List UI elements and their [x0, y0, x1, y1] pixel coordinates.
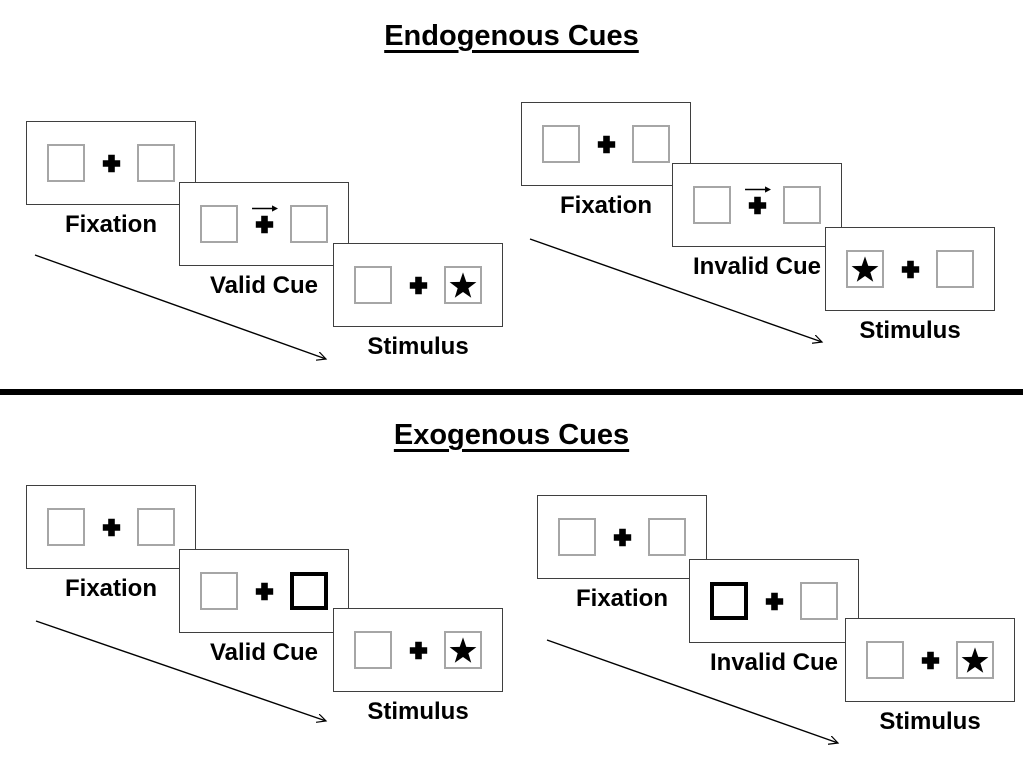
- panel-exogenous-valid-fixation: [26, 485, 196, 569]
- panel-endogenous-invalid-cue: [672, 163, 842, 247]
- fixation-cross-icon: [406, 274, 430, 296]
- panel-endogenous-valid-fixation: [26, 121, 196, 205]
- star-icon: [851, 256, 879, 282]
- cue-arrow-icon: [745, 186, 772, 193]
- left-box: [354, 631, 392, 669]
- left-box: [200, 205, 238, 243]
- left-box: [866, 641, 904, 679]
- panel-exogenous-valid-stimulus: [333, 608, 503, 692]
- panel-label: Stimulus: [859, 317, 961, 344]
- left-box: [47, 508, 85, 546]
- panel-endogenous-valid-stimulus: [333, 243, 503, 327]
- timeline-arrow-exogenous-valid: [35, 620, 326, 721]
- right-box: [137, 144, 175, 182]
- fixation-cross-icon: [762, 590, 786, 612]
- section-title-exogenous: Exogenous Cues: [393, 419, 630, 451]
- panel-label: Fixation: [64, 211, 157, 238]
- panel-label: Fixation: [575, 585, 668, 612]
- panel-label: Invalid Cue: [692, 253, 822, 280]
- fixation-cross-icon: [898, 258, 922, 280]
- fixation-cross-icon: [745, 186, 772, 216]
- right-box: [936, 250, 974, 288]
- panel-exogenous-invalid-stimulus: [845, 618, 1015, 702]
- right-box-highlighted-cue: [290, 572, 328, 610]
- panel-label: Invalid Cue: [709, 649, 839, 676]
- right-box: [648, 518, 686, 556]
- panel-label: Valid Cue: [209, 639, 319, 666]
- right-box: [783, 186, 821, 224]
- right-box: [137, 508, 175, 546]
- star-icon: [961, 647, 989, 673]
- fixation-cross-icon: [99, 152, 123, 174]
- fixation-cross-icon: [406, 639, 430, 661]
- left-box: [200, 572, 238, 610]
- fixation-cross-icon: [99, 516, 123, 538]
- left-box: [693, 186, 731, 224]
- right-box: [632, 125, 670, 163]
- right-box-with-target: [444, 266, 482, 304]
- panel-exogenous-valid-cue: [179, 549, 349, 633]
- panel-label: Stimulus: [367, 333, 469, 360]
- panel-label: Stimulus: [367, 698, 469, 725]
- fixation-cross-icon: [252, 205, 279, 235]
- right-box-with-target: [444, 631, 482, 669]
- timeline-arrow-endogenous-valid: [34, 254, 326, 359]
- left-box: [542, 125, 580, 163]
- cue-arrow-icon: [252, 205, 279, 212]
- left-box-with-target: [846, 250, 884, 288]
- left-box: [558, 518, 596, 556]
- left-box: [354, 266, 392, 304]
- panel-label: Fixation: [64, 575, 157, 602]
- panel-endogenous-valid-cue: [179, 182, 349, 266]
- panel-exogenous-invalid-fixation: [537, 495, 707, 579]
- left-box-highlighted-cue: [710, 582, 748, 620]
- fixation-cross-icon: [610, 526, 634, 548]
- panel-exogenous-invalid-cue: [689, 559, 859, 643]
- right-box-with-target: [956, 641, 994, 679]
- left-box: [47, 144, 85, 182]
- panel-endogenous-invalid-stimulus: [825, 227, 995, 311]
- panel-endogenous-invalid-fixation: [521, 102, 691, 186]
- right-box: [800, 582, 838, 620]
- fixation-cross-icon: [918, 649, 942, 671]
- section-title-endogenous: Endogenous Cues: [384, 20, 639, 52]
- fixation-cross-icon: [252, 580, 276, 602]
- panel-label: Fixation: [559, 192, 652, 219]
- panel-label: Valid Cue: [209, 272, 319, 299]
- panel-label: Stimulus: [879, 708, 981, 735]
- fixation-cross-icon: [594, 133, 618, 155]
- star-icon: [449, 272, 477, 298]
- star-icon: [449, 637, 477, 663]
- right-box: [290, 205, 328, 243]
- section-divider: [0, 389, 1023, 395]
